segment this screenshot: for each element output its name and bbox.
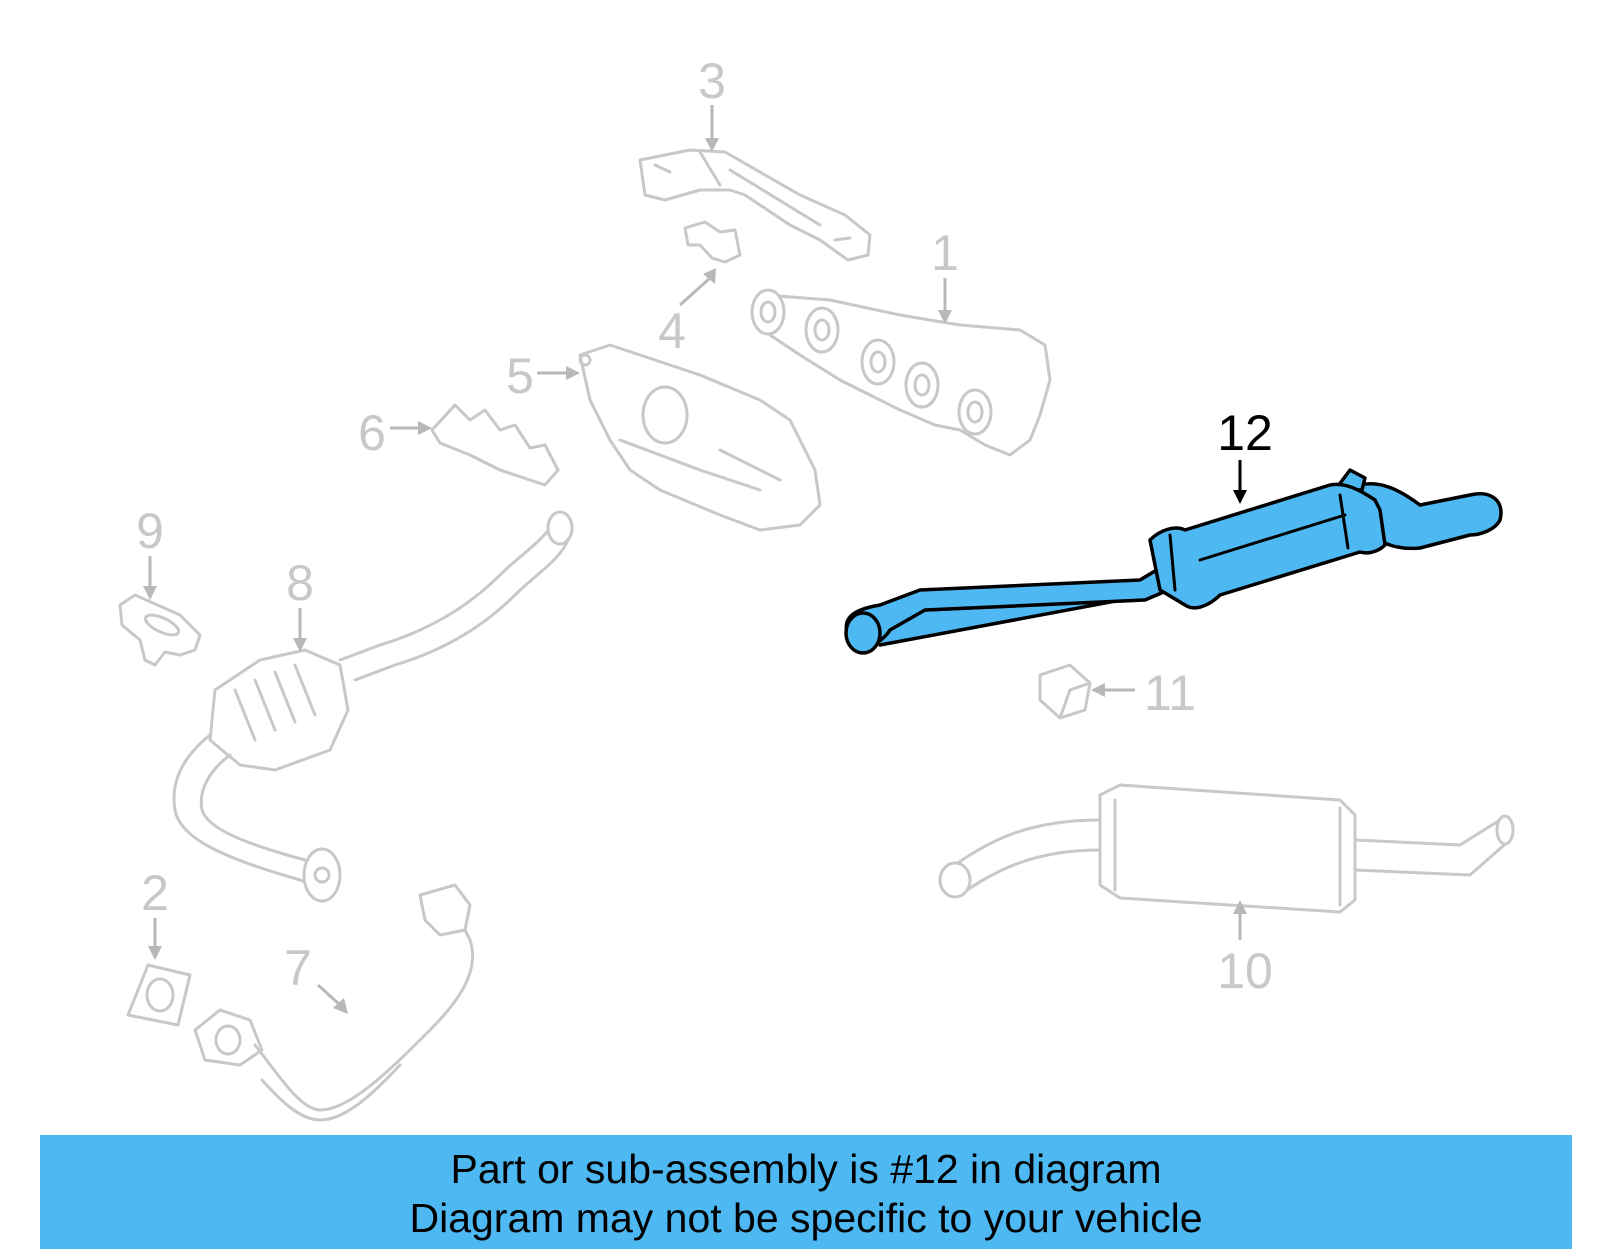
callout-2-arrow — [148, 918, 162, 960]
callout-11-label: 11 — [1144, 665, 1196, 721]
part-11-nut[interactable] — [1038, 663, 1092, 720]
callout-2-label: 2 — [141, 865, 169, 921]
callout-4-arrow — [678, 268, 716, 307]
callout-7-label: 7 — [284, 940, 312, 996]
info-banner: Part or sub-assembly is #12 in diagram D… — [40, 1135, 1572, 1249]
part-2-gasket[interactable] — [126, 963, 192, 1027]
callout-8-arrow — [293, 608, 307, 652]
callout-5-arrow — [537, 366, 580, 380]
callout-5-label: 5 — [506, 348, 534, 404]
part-4-clip[interactable] — [683, 220, 742, 264]
part-7-front-pipe[interactable] — [193, 883, 475, 1122]
part-3-shield[interactable] — [638, 148, 872, 262]
callout-1-label: 1 — [931, 225, 959, 281]
callout-3-arrow — [705, 105, 719, 152]
part-6-shield-strip[interactable] — [430, 403, 560, 487]
part-12-muffler-assembly[interactable] — [844, 468, 1503, 655]
callout-12-arrow — [1233, 460, 1247, 504]
callout-11-arrow — [1091, 683, 1135, 697]
callout-9-arrow — [143, 556, 157, 600]
banner-disclaimer-text: Diagram may not be specific to your vehi… — [409, 1195, 1203, 1241]
callout-4-label: 4 — [658, 303, 686, 359]
banner-part-text: Part or sub-assembly is #12 in diagram — [450, 1146, 1162, 1192]
callout-8-label: 8 — [286, 555, 314, 611]
callout-12-label: 12 — [1217, 405, 1273, 461]
callout-6-label: 6 — [358, 405, 386, 461]
part-5-heat-shield[interactable] — [578, 343, 822, 532]
callout-10-label: 10 — [1217, 943, 1273, 999]
callout-6-arrow — [390, 421, 432, 435]
callout-7-arrow — [316, 983, 348, 1014]
part-10-rear-muffler[interactable] — [938, 783, 1515, 914]
callout-1-arrow — [938, 278, 952, 324]
callout-9-label: 9 — [136, 503, 164, 559]
part-8-catalytic-converter[interactable] — [172, 510, 574, 903]
part-1-manifold[interactable] — [750, 288, 1052, 457]
part-9-hanger[interactable] — [118, 593, 202, 667]
callout-10-arrow — [1233, 900, 1247, 940]
callout-3-label: 3 — [698, 53, 726, 109]
